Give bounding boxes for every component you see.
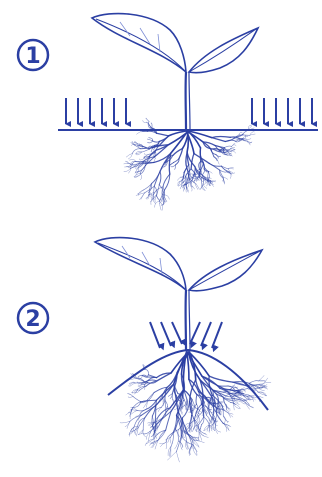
- diagonal-arrow: [212, 322, 222, 348]
- plant-1-roots: [124, 118, 255, 210]
- step-1-badge: 1: [18, 40, 48, 70]
- plant-2-leaf-left: [95, 238, 186, 290]
- diagonal-arrow: [150, 322, 160, 348]
- diagonal-arrow: [172, 322, 182, 344]
- diagonal-arrow: [201, 322, 211, 346]
- diagonal-arrow: [190, 322, 200, 344]
- plant-1-leaf-right: [189, 28, 258, 73]
- plant-2-arrows-right: [190, 322, 222, 348]
- plant-2-leaf-right: [189, 250, 262, 291]
- step-1-number: 1: [25, 44, 40, 69]
- step-2: 2: [18, 238, 271, 462]
- step-2-badge: 2: [18, 303, 48, 333]
- plant-1-arrows-left: [66, 98, 126, 124]
- step-2-number: 2: [25, 307, 40, 332]
- diagonal-arrow: [161, 322, 171, 346]
- step-1: 1: [18, 14, 318, 211]
- plant-1-arrows-right: [252, 98, 312, 124]
- plant-2-stem-outline: [189, 290, 190, 350]
- plant-1-stem-outline: [189, 72, 190, 130]
- plant-1-leaf-left: [92, 14, 186, 72]
- plant-2-arrows-left: [150, 322, 182, 348]
